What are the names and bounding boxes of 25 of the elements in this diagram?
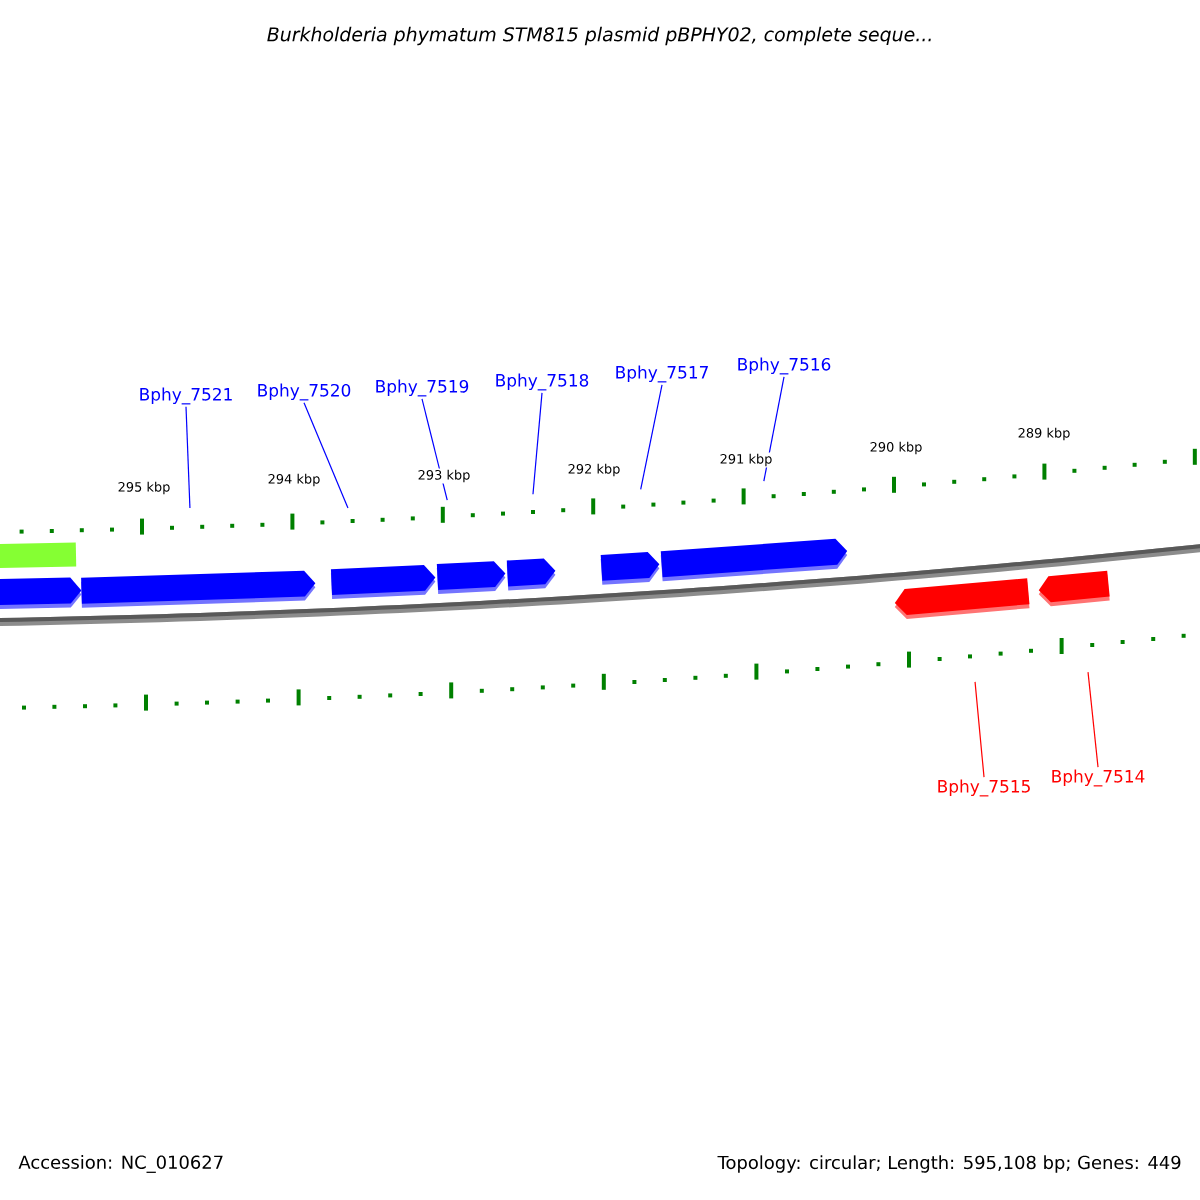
gene-label: Bphy_7521 xyxy=(140,387,232,405)
feature-bar xyxy=(0,542,77,569)
leader-line xyxy=(640,384,663,490)
gene-label: Bphy_7519 xyxy=(376,379,469,397)
gene-feature xyxy=(894,578,1030,619)
footer-text: Topology: circular; Length: 595,108 bp; Genes: 449 xyxy=(717,1155,1181,1173)
gene-label: Bphy_7520 xyxy=(258,383,351,401)
gene-feature xyxy=(0,577,82,610)
leader-line xyxy=(532,392,543,495)
gene-label: Bphy_7516 xyxy=(738,357,831,375)
gene-label: Bphy_7517 xyxy=(616,365,708,383)
gene-feature xyxy=(330,564,436,600)
gene-label: Bphy_7515 xyxy=(938,779,1030,797)
leader-line xyxy=(974,681,985,778)
footer-text: Accession: NC_010627 xyxy=(18,1155,223,1173)
gene-feature xyxy=(600,551,660,585)
gene-feature xyxy=(506,558,556,591)
leader-line xyxy=(303,402,349,509)
gene-feature xyxy=(1038,570,1110,607)
gene-label: Bphy_7514 xyxy=(1052,769,1145,787)
leader-line xyxy=(1087,671,1099,768)
gene-label: Bphy_7518 xyxy=(496,373,589,391)
title: Burkholderia phymatum STM815 plasmid pBPHY02, complete seque... xyxy=(267,26,931,46)
leader-line xyxy=(185,406,191,509)
gene-feature xyxy=(436,561,506,595)
